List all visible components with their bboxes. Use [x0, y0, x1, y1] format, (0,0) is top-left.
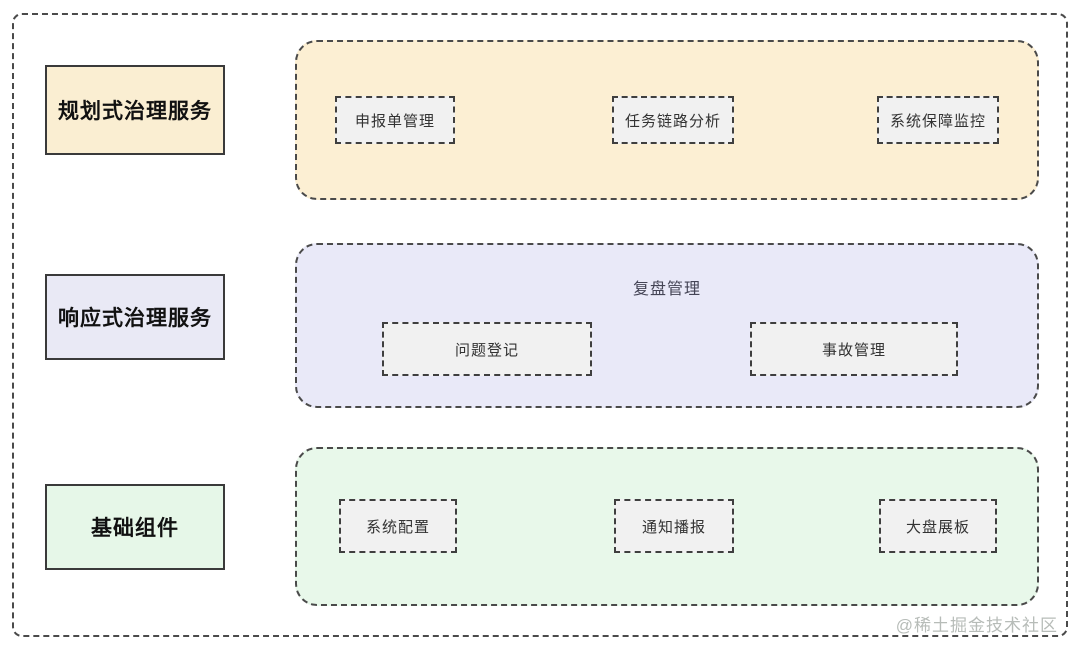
group-title-review-management: 复盘管理: [632, 281, 701, 298]
module-label: 系统保障监控: [889, 112, 986, 130]
module-label: 任务链路分析: [624, 112, 721, 130]
module-label: 通知播报: [641, 518, 706, 536]
module-label: 申报单管理: [354, 112, 435, 130]
tier-label-text: 规划式治理服务: [58, 100, 212, 123]
tier-label-responsive-governance: 响应式治理服务: [45, 274, 225, 360]
module-label: 问题登记: [454, 341, 519, 359]
container-base-components: 系统配置 通知播报 大盘展板: [295, 447, 1039, 606]
tier-label-text: 响应式治理服务: [58, 307, 212, 330]
watermark-juejin-community: @稀土掘金技术社区: [895, 616, 1058, 635]
container-responsive-governance: 复盘管理 问题登记 事故管理: [295, 243, 1039, 408]
container-planned-governance: 申报单管理 任务链路分析 系统保障监控: [295, 40, 1039, 200]
module-system-guarantee-monitoring: 系统保障监控: [877, 96, 999, 144]
tier-label-text: 基础组件: [91, 517, 179, 540]
module-label: 事故管理: [821, 341, 886, 359]
module-label: 大盘展板: [905, 518, 970, 536]
tier-label-planned-governance: 规划式治理服务: [45, 65, 225, 155]
module-dashboard-display: 大盘展板: [879, 499, 997, 553]
module-system-configuration: 系统配置: [339, 499, 457, 553]
module-issue-registration: 问题登记: [382, 322, 592, 376]
tier-label-base-components: 基础组件: [45, 484, 225, 570]
module-incident-management: 事故管理: [750, 322, 958, 376]
module-declaration-management: 申报单管理: [335, 96, 455, 144]
module-label: 系统配置: [365, 518, 430, 536]
diagram-outer-frame: [12, 13, 1068, 637]
module-task-link-analysis: 任务链路分析: [612, 96, 734, 144]
module-notification-broadcast: 通知播报: [614, 499, 734, 553]
